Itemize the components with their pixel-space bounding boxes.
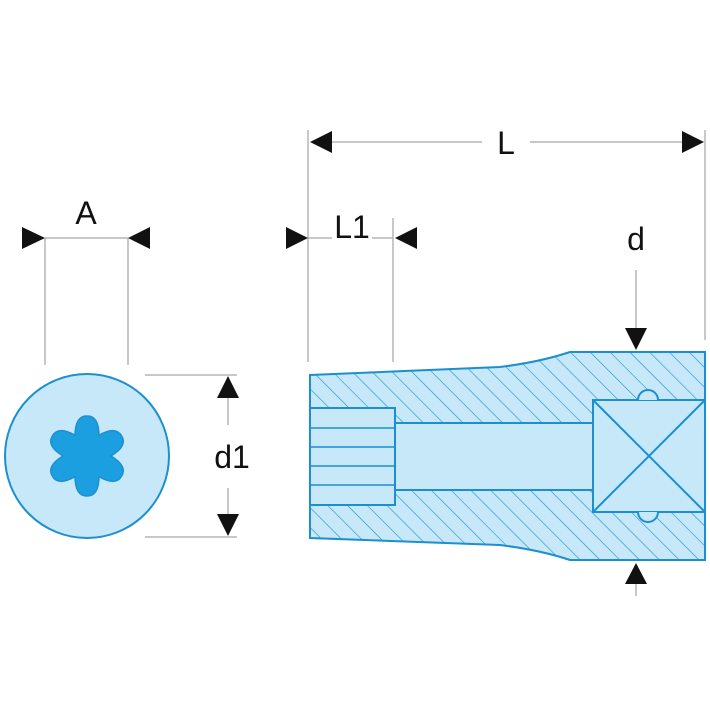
label-l: L — [497, 125, 515, 161]
arrow-d-bottom — [625, 563, 647, 584]
dimension-d: d — [625, 221, 647, 596]
arrow-d-top — [625, 328, 647, 350]
dimension-a: A — [22, 195, 150, 365]
dimension-d1: d1 — [145, 374, 250, 538]
arrow-d1-bottom — [217, 514, 239, 536]
label-d1: d1 — [214, 439, 250, 475]
arrow-l-right — [682, 131, 704, 153]
side-view — [309, 351, 706, 561]
arrow-a-right — [128, 227, 150, 249]
front-view — [4, 373, 170, 539]
dimension-l: L — [307, 125, 706, 362]
label-d: d — [627, 221, 645, 257]
arrow-l1-right — [395, 227, 417, 249]
torx-icon — [49, 415, 125, 497]
arrow-l1-left — [286, 227, 308, 249]
arrow-l-left — [310, 131, 332, 153]
dimension-l1: L1 — [286, 209, 417, 362]
label-l1: L1 — [334, 209, 370, 245]
arrow-a-left — [22, 227, 45, 249]
square-drive-icon — [592, 389, 706, 523]
socket-body-outline — [309, 351, 706, 561]
label-a: A — [75, 195, 97, 231]
arrow-d1-top — [217, 376, 239, 398]
torx-cavity — [309, 407, 396, 506]
